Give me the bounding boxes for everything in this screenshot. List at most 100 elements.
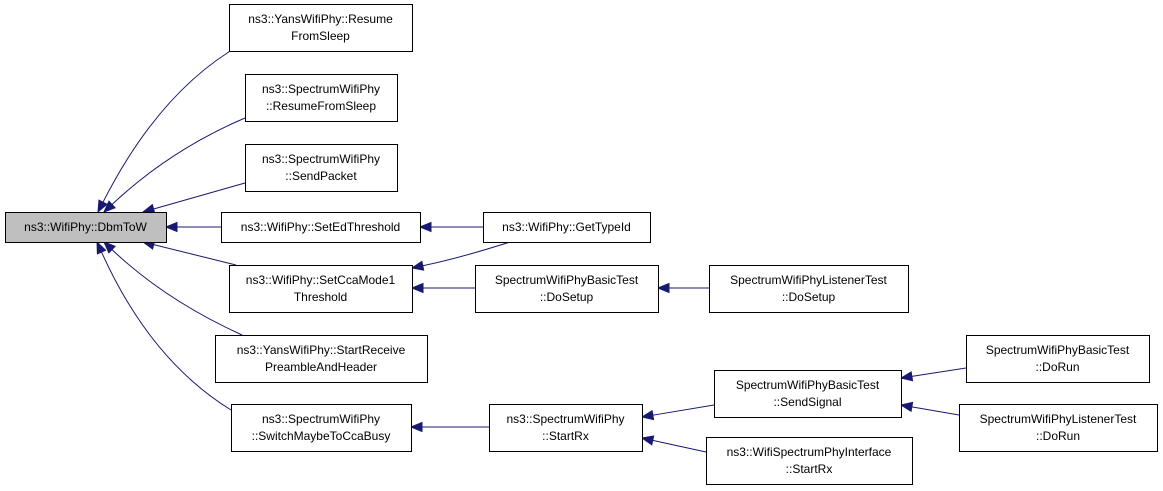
edge-yans-resume-to-dbm-to-w: [97, 43, 243, 214]
node-listener-test-dosetup[interactable]: SpectrumWifiPhyListenerTest::DoSetup: [709, 265, 909, 313]
node-dbm-to-w: ns3::WifiPhy::DbmToW: [5, 212, 167, 243]
node-box: [489, 404, 643, 452]
edge-basic-test-dorun-to-basic-test-sendsignal: [899, 367, 967, 382]
arrowhead: [656, 282, 670, 294]
edge-line: [911, 367, 967, 377]
node-label-line: ::SendSignal: [773, 395, 841, 409]
arrowhead: [410, 260, 425, 271]
edge-line: [652, 404, 715, 416]
node-yans-start-receive[interactable]: ns3::YansWifiPhy::StartReceivePreambleAn…: [215, 335, 428, 383]
edge-basic-test-dosetup-to-set-cca-mode1: [410, 282, 475, 294]
edge-set-cca-mode1-to-dbm-to-w: [141, 239, 237, 266]
edge-get-type-id-to-set-ed-threshold: [418, 221, 483, 233]
node-label-line: ns3::WifiSpectrumPhyInterface: [727, 445, 892, 459]
node-box: [221, 212, 421, 243]
node-box: [231, 404, 412, 452]
edge-line: [111, 249, 243, 336]
node-label-line: ::StartRx: [542, 429, 589, 443]
edge-listener-test-dosetup-to-basic-test-dosetup: [656, 282, 709, 294]
node-label-line: ns3::YansWifiPhy::Resume: [248, 12, 393, 26]
edge-line: [153, 182, 246, 210]
node-label-line: ::DoRun: [1035, 360, 1079, 374]
edge-line: [102, 43, 243, 203]
node-spectrum-sendpacket[interactable]: ns3::SpectrumWifiPhy::SendPacket: [245, 144, 398, 192]
node-box: [714, 370, 902, 418]
node-spectrum-resume[interactable]: ns3::SpectrumWifiPhy::ResumeFromSleep: [245, 74, 398, 122]
arrowhead: [640, 435, 655, 446]
node-interface-startrx[interactable]: ns3::WifiSpectrumPhyInterface::StartRx: [706, 437, 913, 485]
node-label-line: Threshold: [294, 290, 347, 304]
node-yans-resume[interactable]: ns3::YansWifiPhy::ResumeFromSleep: [229, 4, 413, 52]
node-box: [966, 335, 1150, 383]
arrowhead: [409, 421, 423, 433]
edge-spectrum-startrx-to-spectrum-switch: [409, 421, 489, 433]
node-label-line: ns3::WifiPhy::SetCcaMode1: [246, 273, 396, 287]
node-get-type-id[interactable]: ns3::WifiPhy::GetTypeId: [483, 212, 651, 243]
node-basic-test-sendsignal[interactable]: SpectrumWifiPhyBasicTest::SendSignal: [714, 370, 902, 418]
node-box: [215, 335, 428, 383]
node-label-line: PreambleAndHeader: [265, 360, 377, 374]
node-box: [5, 212, 167, 243]
node-box: [245, 144, 398, 192]
node-basic-test-dorun[interactable]: SpectrumWifiPhyBasicTest::DoRun: [966, 335, 1150, 383]
node-label-line: SpectrumWifiPhyBasicTest: [495, 273, 639, 287]
edge-line: [111, 117, 246, 205]
node-label-line: FromSleep: [291, 29, 350, 43]
arrowhead: [418, 221, 432, 233]
arrowhead: [640, 409, 655, 421]
node-box: [959, 404, 1158, 452]
node-label-line: ::DoSetup: [782, 290, 836, 304]
node-label-line: SpectrumWifiPhyListenerTest: [730, 273, 887, 287]
edge-spectrum-resume-to-dbm-to-w: [103, 117, 246, 213]
node-box: [483, 212, 651, 243]
node-label-line: ns3::WifiPhy::GetTypeId: [502, 220, 631, 234]
node-box: [475, 265, 659, 313]
edge-listener-test-dorun-to-basic-test-sendsignal: [899, 401, 960, 416]
edge-spectrum-sendpacket-to-dbm-to-w: [141, 182, 246, 214]
edge-line: [422, 241, 511, 267]
edge-spectrum-switch-to-dbm-to-w: [96, 240, 232, 411]
node-label-line: ::SwitchMaybeToCcaBusy: [252, 429, 391, 443]
node-label-line: ns3::WifiPhy::SetEdThreshold: [241, 220, 400, 234]
node-label-line: ::SendPacket: [285, 169, 357, 183]
edge-line: [652, 439, 707, 453]
arrowhead: [899, 371, 914, 382]
node-label-line: ::StartRx: [786, 462, 833, 476]
node-box: [229, 265, 413, 313]
node-label-line: ns3::WifiPhy::DbmToW: [24, 220, 147, 234]
arrowhead: [103, 241, 116, 254]
node-basic-test-dosetup[interactable]: SpectrumWifiPhyBasicTest::DoSetup: [475, 265, 659, 313]
arrowhead: [164, 221, 178, 233]
node-set-ed-threshold[interactable]: ns3::WifiPhy::SetEdThreshold: [221, 212, 421, 243]
node-label-line: SpectrumWifiPhyListenerTest: [980, 412, 1137, 426]
node-label-line: ::DoRun: [1036, 429, 1080, 443]
node-label-line: ns3::SpectrumWifiPhy: [262, 152, 380, 166]
arrowhead: [899, 401, 914, 413]
edge-get-type-id-to-set-cca-mode1: [410, 241, 511, 271]
edge-line: [153, 244, 237, 266]
node-label-line: SpectrumWifiPhyBasicTest: [736, 378, 880, 392]
node-spectrum-switch[interactable]: ns3::SpectrumWifiPhy::SwitchMaybeToCcaBu…: [231, 404, 412, 452]
node-box: [245, 74, 398, 122]
edge-line: [101, 251, 232, 411]
nodes: ns3::WifiPhy::DbmToW ns3::YansWifiPhy::Re…: [5, 4, 1158, 485]
arrowhead: [410, 282, 424, 294]
edge-yans-start-receive-to-dbm-to-w: [103, 241, 243, 336]
node-spectrum-startrx[interactable]: ns3::SpectrumWifiPhy::StartRx: [489, 404, 643, 452]
node-label-line: ns3::SpectrumWifiPhy: [262, 82, 380, 96]
node-box: [709, 265, 909, 313]
edge-line: [911, 406, 960, 416]
node-listener-test-dorun[interactable]: SpectrumWifiPhyListenerTest::DoRun: [959, 404, 1158, 452]
edge-interface-startrx-to-spectrum-startrx: [640, 435, 707, 453]
edge-basic-test-sendsignal-to-spectrum-startrx: [640, 404, 715, 421]
edge-set-ed-threshold-to-dbm-to-w: [164, 221, 221, 233]
node-box: [229, 4, 413, 52]
arrowhead: [96, 240, 107, 255]
node-label-line: ::DoSetup: [540, 290, 594, 304]
node-label-line: ns3::YansWifiPhy::StartReceive: [237, 343, 406, 357]
node-box: [706, 437, 913, 485]
node-label-line: SpectrumWifiPhyBasicTest: [986, 343, 1130, 357]
node-label-line: ns3::SpectrumWifiPhy: [262, 412, 380, 426]
